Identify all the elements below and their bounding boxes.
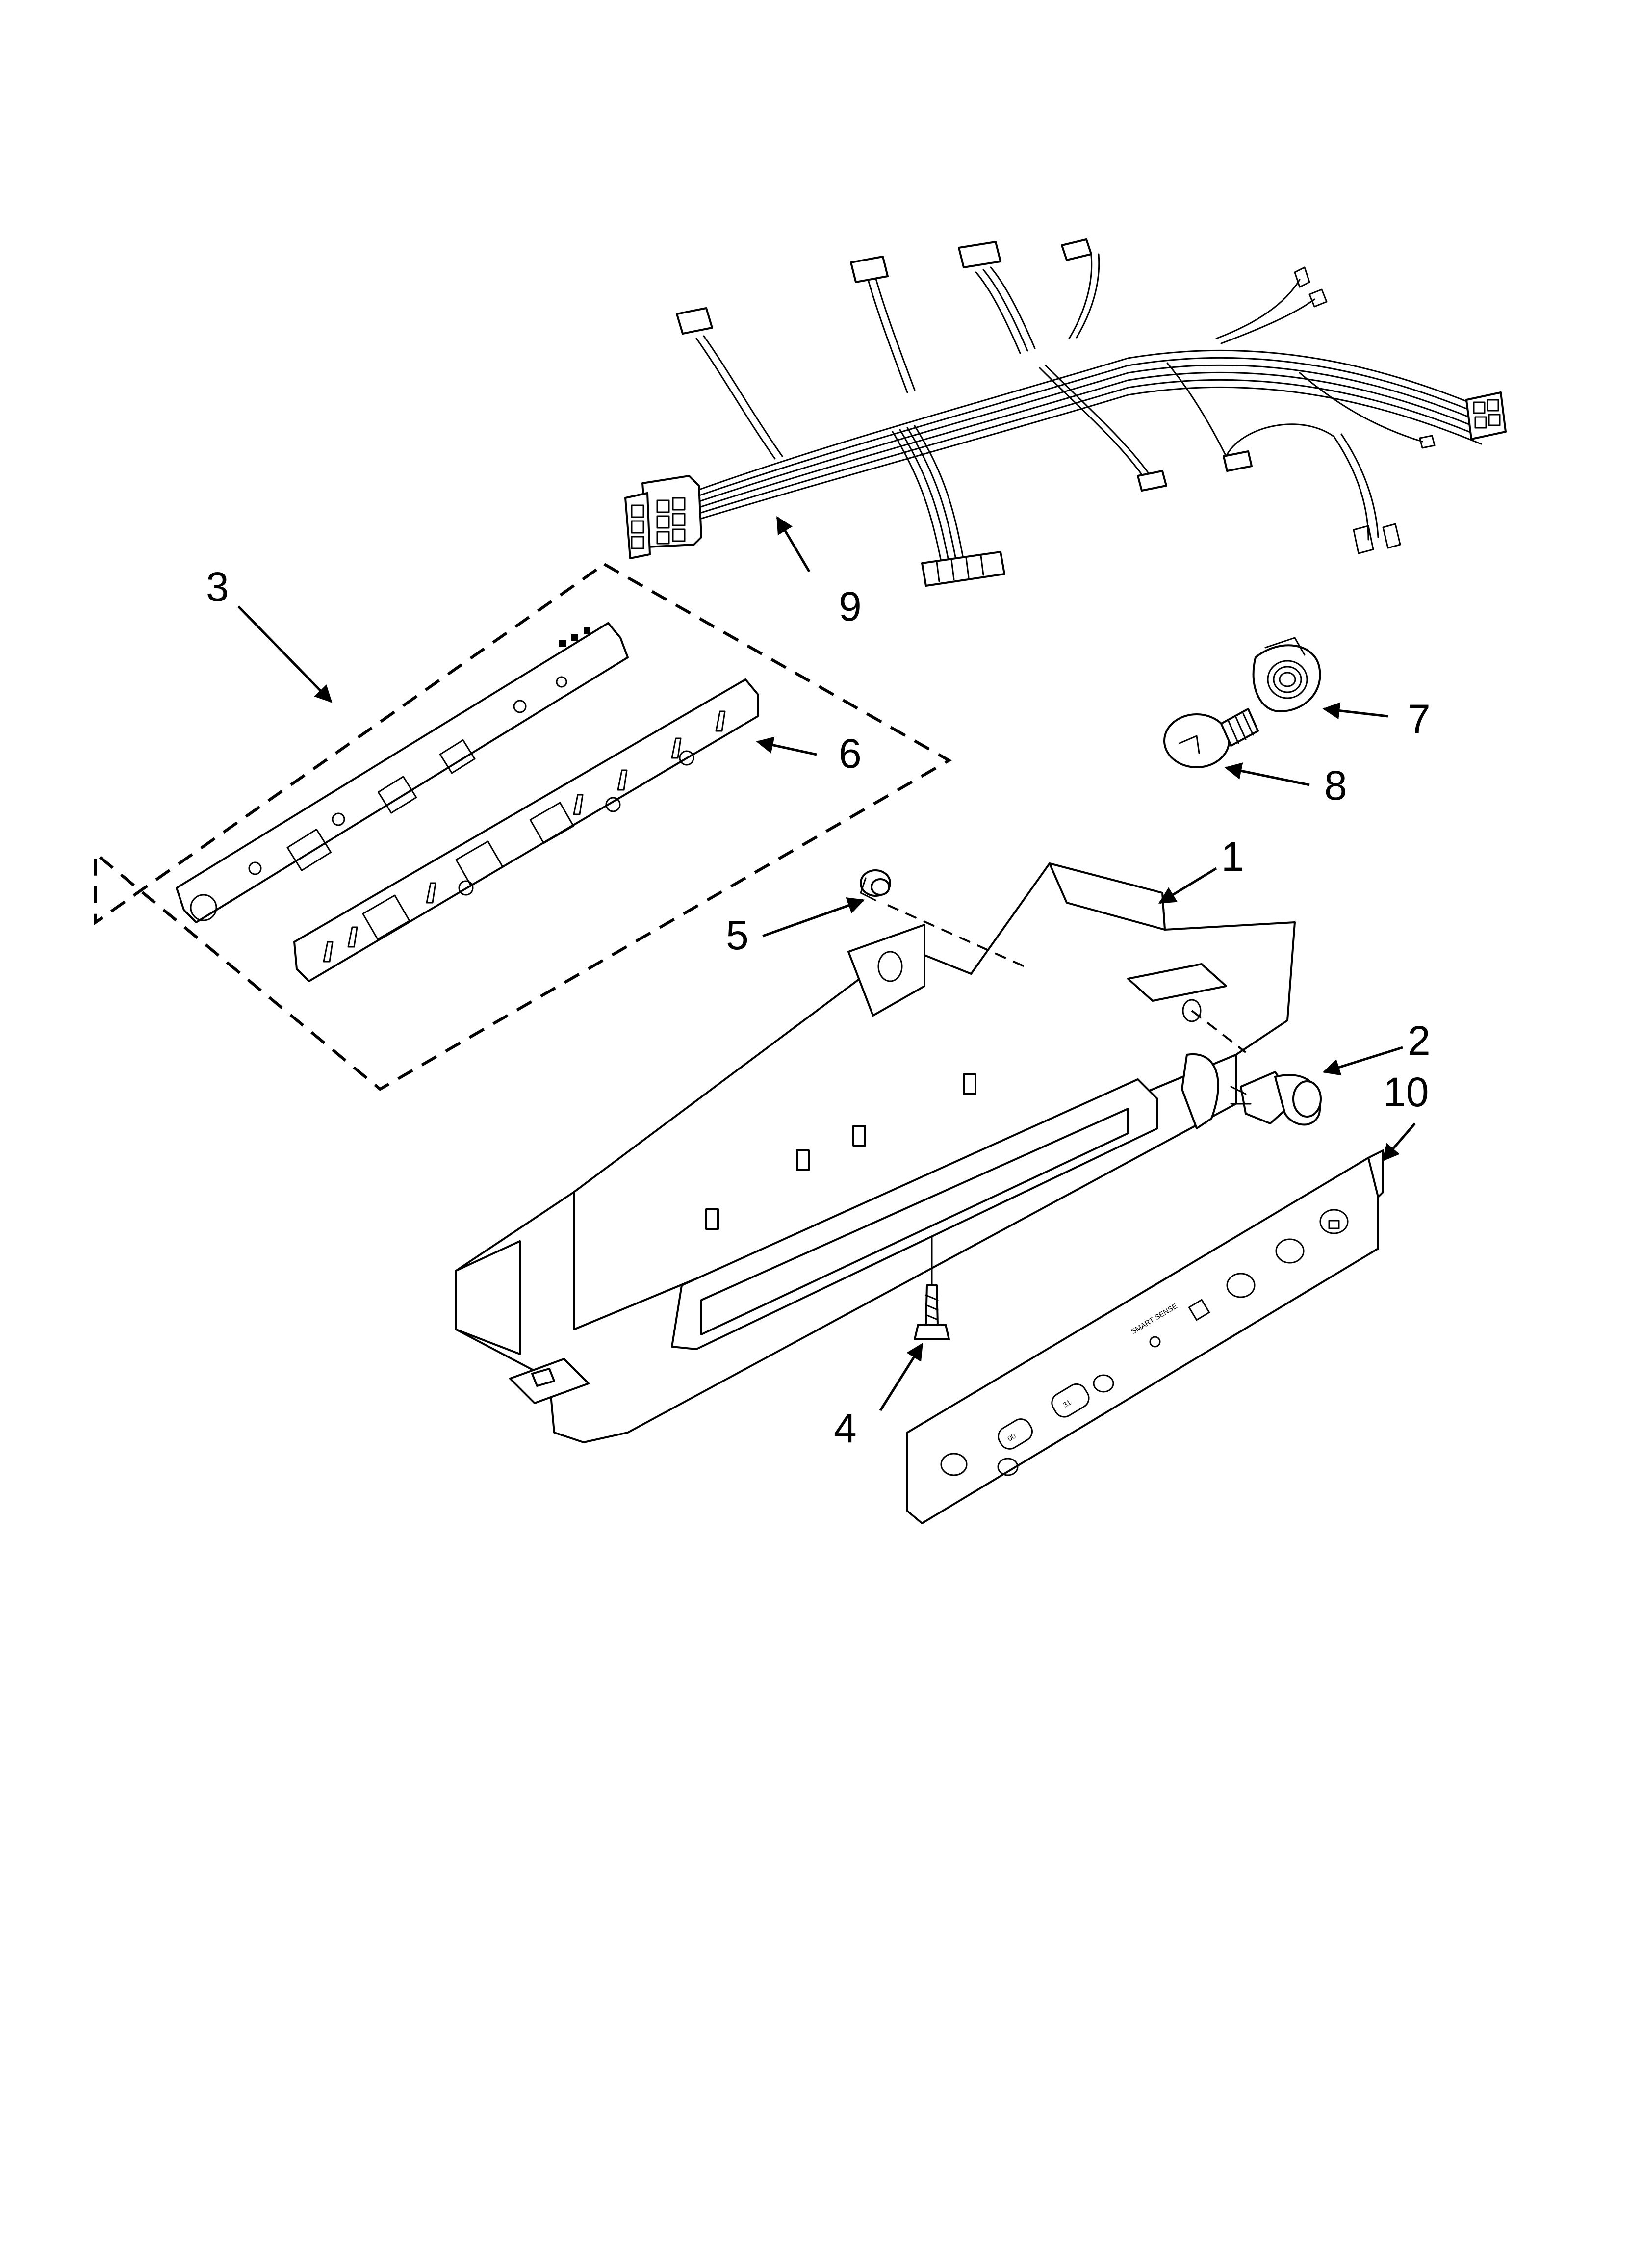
callout-6: 6 [839,730,862,777]
panel-button-5 [1275,1238,1305,1264]
panel-display-right-text: 31 [1061,1398,1073,1409]
leader-4 [879,1343,924,1411]
leader-8 [1224,762,1310,786]
callout-labels: 1 2 3 4 5 6 7 8 9 10 [206,564,1431,1451]
callout-8: 8 [1324,762,1347,808]
lamp-socket [1252,637,1321,712]
harness-branch-9 [1299,372,1436,449]
callout-9: 9 [839,583,862,629]
callout-4: 4 [834,1405,857,1451]
panel-display-left: 00 [998,1418,1033,1450]
leader-10 [1382,1122,1416,1162]
control-board-front [293,678,759,982]
harness-branch-5 [1215,266,1328,344]
harness-branch-3 [958,241,1036,354]
callout-7: 7 [1408,696,1431,742]
harness-branch-bottom [892,425,1005,587]
leader-6 [756,736,817,756]
leader-9 [776,516,811,573]
harness-branch-6 [1039,365,1167,492]
harness-main-connector [624,475,702,559]
panel-lock-button [1319,1209,1349,1234]
leader-2 [1322,1046,1403,1076]
harness-trunk [695,349,1482,521]
callout-5: 5 [726,912,749,958]
leader-1 [1158,867,1217,904]
control-board-rear [176,622,629,923]
panel-button-1 [940,1453,968,1476]
harness-branch-7 [1166,362,1335,472]
push-nut [860,869,891,901]
panel-button-4 [1226,1273,1256,1298]
panel-icon-square [1188,1299,1210,1321]
control-panel-overlay: 00 31 SMART SENSE [906,1149,1384,1524]
leader-5 [762,897,865,938]
door-switch [1230,1071,1322,1126]
leader-lines [237,516,1416,1411]
screw [914,1235,950,1340]
harness-branch-4 [1061,238,1100,339]
callout-1: 1 [1221,834,1244,880]
light-bulb [1163,708,1259,768]
leader-3 [237,605,333,703]
callout-3: 3 [206,564,229,610]
control-housing [455,862,1296,1443]
control-board-group-outline [94,562,952,1091]
panel-button-3 [1093,1374,1114,1393]
harness-branch-2 [850,256,916,393]
leader-7 [1322,702,1388,719]
harness-branch-1 [676,307,783,460]
panel-display-left-text: 00 [1006,1432,1017,1443]
harness-branch-8 [1333,433,1401,554]
wire-harness [624,238,1507,587]
callout-10: 10 [1383,1069,1429,1115]
panel-button-2 [997,1458,1019,1476]
callout-2: 2 [1408,1017,1431,1064]
harness-right-connector [1465,391,1507,440]
panel-display-right: 31 [1051,1383,1090,1418]
